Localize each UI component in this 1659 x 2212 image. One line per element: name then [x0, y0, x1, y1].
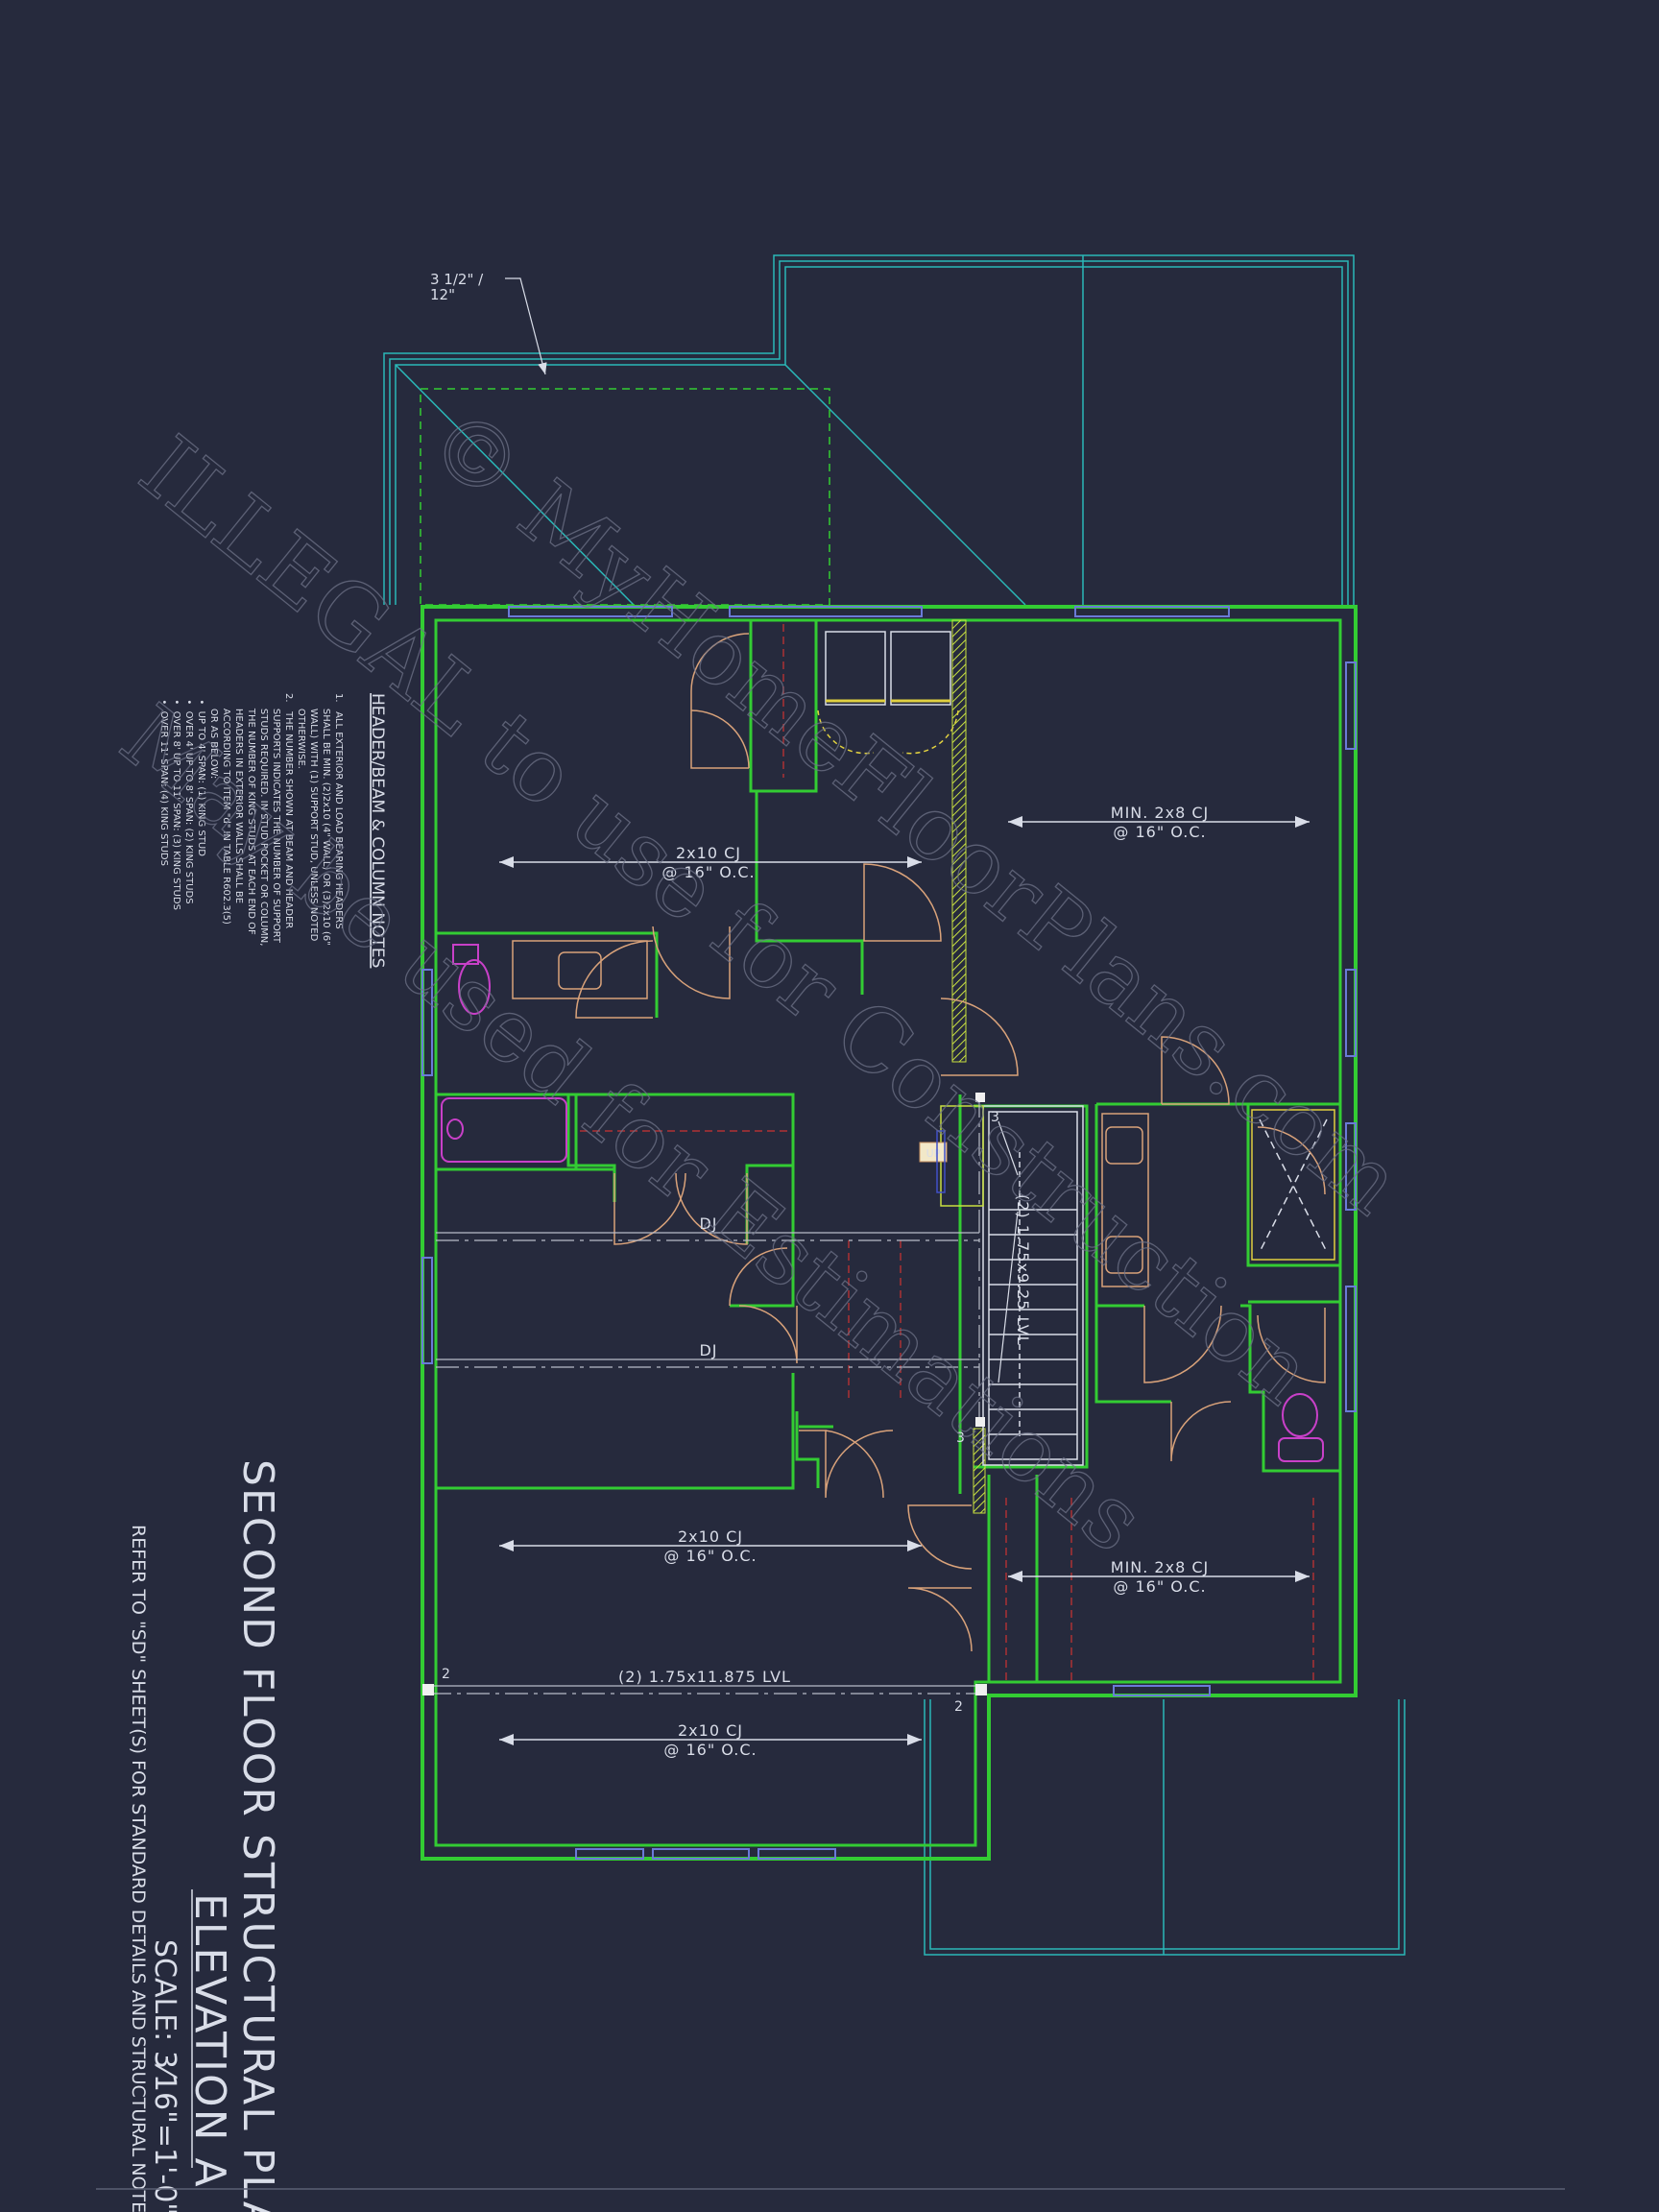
notes-line: • OVER 11' SPAN: (4) KING STUDS: [158, 693, 169, 866]
notes-line: 1. ALL EXTERIOR AND LOAD BEARING HEADERS: [333, 693, 344, 929]
header-notes: HEADER/BEAM & COLUMN NOTES 1. ALL EXTERI…: [158, 693, 387, 968]
cj-right-top-label-2: @ 16" O.C.: [1113, 823, 1206, 841]
bath-fixtures: [441, 944, 1324, 1462]
doors: [575, 633, 1326, 1652]
notes-line: OR AS BELOW:: [208, 693, 219, 779]
attic-tag-box: [919, 1142, 948, 1163]
notes-line: WALL) WITH (1) SUPPORT STUD, UNLESS NOTE…: [308, 693, 319, 942]
cj-right-mid-label-1: MIN. 2x8 CJ: [1111, 1558, 1209, 1576]
bearing-wall-hatch-bottom: [973, 1428, 986, 1514]
notes-line: SUPPORTS INDICATES THE NUMBER OF SUPPORT: [271, 693, 281, 944]
cj-left-mid-label-1: 2x10 CJ: [678, 1527, 743, 1546]
stair-beam-label: (2) 1.75x9.25 LVL: [1014, 1194, 1032, 1346]
cj-left-bot-label-2: @ 16" O.C.: [663, 1741, 757, 1759]
roof-pitch-line1: 3 1/2" /: [430, 271, 484, 288]
post-3-top-label: 3: [991, 1110, 999, 1125]
notes-lines: 1. ALL EXTERIOR AND LOAD BEARING HEADERS…: [158, 693, 344, 946]
cj-right-top-label-1: MIN. 2x8 CJ: [1111, 804, 1209, 822]
dj-lower-label: DJ: [699, 1341, 717, 1359]
notes-line: ACCORDING TO ITEM "d" IN TABLE R602.3(5): [221, 693, 231, 925]
cj-arrows: [499, 816, 1310, 1745]
roof-pitch-note: 3 1/2" / 12": [430, 271, 484, 303]
cj-left-top-label-1: 2x10 CJ: [676, 844, 741, 862]
stair-beam-leaders: [998, 1120, 1019, 1383]
closet-shelf-lines: [580, 624, 1314, 1680]
notes-line: HEADERS IN EXTERIOR WALLS SHALL BE: [233, 693, 244, 903]
notes-line: • OVER 8' UP TO 11' SPAN: (3) KING STUDS: [171, 693, 181, 910]
washer-dryer: [817, 631, 959, 755]
plan-elevation: ELEVATION A: [185, 1893, 234, 2189]
vanity-fixtures: [512, 940, 1335, 1287]
attic-hatch: [936, 1130, 946, 1193]
notes-line: OTHERWISE.: [296, 693, 306, 769]
joist-beams: [428, 1094, 983, 1695]
notes-line: THE NUMBER OF KING STUDS AT EACH END OF: [246, 693, 256, 935]
watermark: © MyHomeFloorPlans.com ILLEGAL to use fo…: [102, 387, 1422, 1573]
refer-note: REFER TO "SD" SHEET(S) FOR STANDARD DETA…: [128, 1525, 149, 2212]
roof-pitch-line2: 12": [430, 286, 455, 303]
notes-heading: HEADER/BEAM & COLUMN NOTES: [368, 693, 387, 968]
exterior-walls: [421, 605, 1358, 1861]
post-3-bottom-label: 3: [956, 1431, 965, 1446]
roof-outlines: [383, 254, 1406, 1956]
staircase: [940, 1105, 1084, 1466]
lower-roof-outline: [420, 388, 830, 606]
notes-line: SHALL BE MIN. (2)2x10 (4" WALL) OR (3)2x…: [321, 693, 331, 946]
cj-left-mid-label-2: @ 16" O.C.: [663, 1547, 757, 1565]
post-markers: [422, 1093, 987, 1695]
dj-upper-label: DJ: [699, 1214, 717, 1233]
notes-line: 2. THE NUMBER SHOWN AT BEAM AND HEADER: [283, 693, 294, 928]
main-beam-label: (2) 1.75x11.875 LVL: [618, 1668, 791, 1686]
cj-left-bot-label-1: 2x10 CJ: [678, 1721, 743, 1740]
plan-title: SECOND FLOOR STRUCTURAL PLAN: [233, 1459, 282, 2212]
notes-line: STUDS REQUIRED. IN STUD POCKET OR COLUMN…: [258, 693, 269, 946]
title-block: SECOND FLOOR STRUCTURAL PLAN ELEVATION A…: [128, 1459, 282, 2212]
plan-labels: 2x10 CJ @ 16" O.C. MIN. 2x8 CJ @ 16" O.C…: [442, 804, 1209, 1759]
notes-line: • OVER 4' UP TO 8' SPAN: (2) KING STUDS: [183, 693, 194, 904]
plan-scale: SCALE: 3⁄16"=1'-0": [148, 1939, 181, 2212]
notes-line: • UP TO 4' SPAN: (1) KING STUD: [196, 693, 206, 856]
windows: [421, 606, 1357, 1860]
cj-left-top-label-2: @ 16" O.C.: [661, 863, 755, 881]
post-2-left-label: 2: [442, 1667, 450, 1682]
roof-pitch-leader: [505, 277, 547, 375]
cj-right-mid-label-2: @ 16" O.C.: [1113, 1577, 1206, 1596]
post-2-right-label: 2: [954, 1699, 963, 1715]
bearing-wall-hatch-top: [951, 619, 967, 1063]
